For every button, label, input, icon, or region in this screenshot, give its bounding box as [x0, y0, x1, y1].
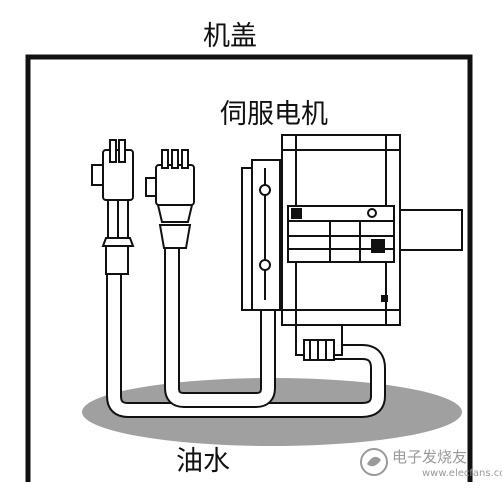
lid-label: 机盖	[203, 21, 257, 52]
watermark-url: www.elecfans.com	[422, 468, 502, 479]
watermark-name: 电子发烧友	[392, 448, 468, 466]
lid-enclosure	[25, 54, 473, 482]
power-cable	[164, 240, 276, 408]
watermark-logo-icon	[360, 448, 388, 476]
right-connector	[145, 149, 195, 249]
watermark: 电子发烧友 www.elecfans.com	[392, 446, 502, 479]
oil-water-label: 油水	[176, 446, 230, 477]
servo-motor-label: 伺服电机	[220, 99, 328, 130]
motor-cable	[106, 250, 386, 418]
servo-motor	[241, 134, 463, 361]
left-connector	[91, 139, 135, 275]
